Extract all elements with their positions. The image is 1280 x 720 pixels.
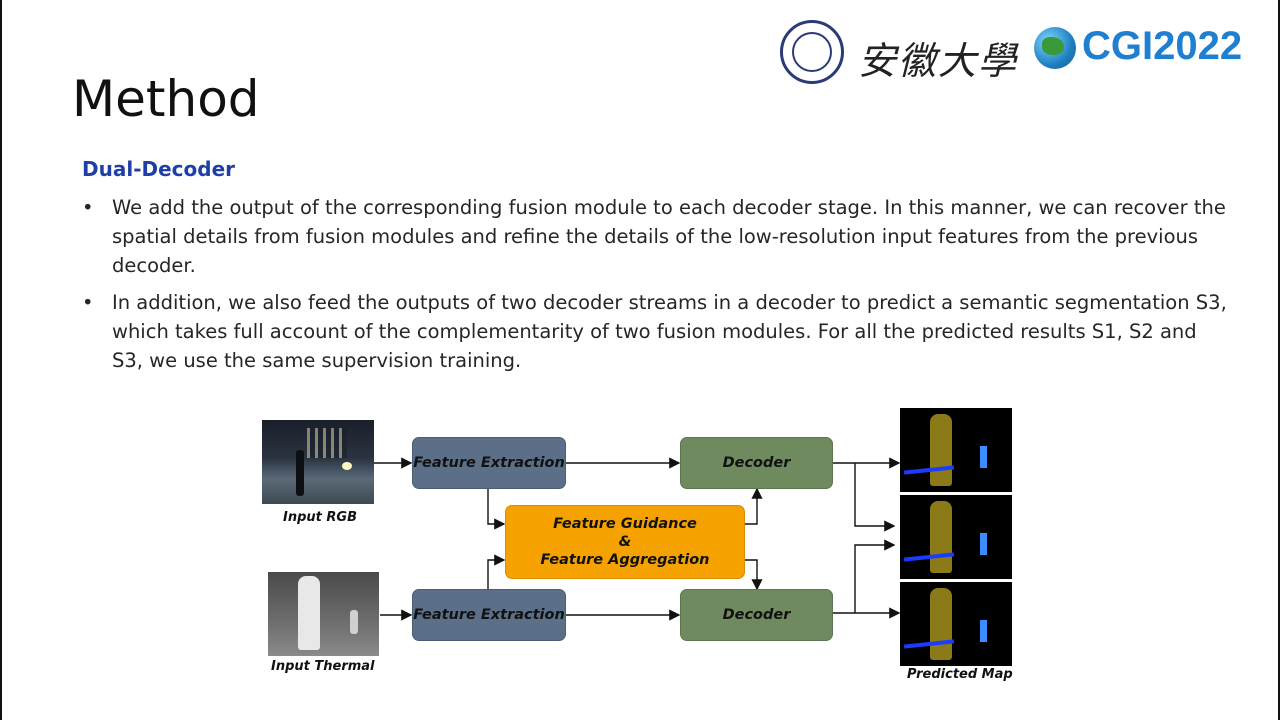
bullet-text: We add the output of the corresponding f…	[112, 196, 1226, 277]
fusion-label-line2: &	[618, 534, 632, 550]
predicted-map-3	[900, 582, 1012, 666]
bullet-item: • In addition, we also feed the outputs …	[82, 288, 1232, 375]
input-thermal-image	[268, 572, 379, 656]
university-seal-logo	[780, 20, 844, 84]
input-rgb-image	[262, 420, 374, 504]
bullet-list: • We add the output of the corresponding…	[82, 193, 1232, 383]
fusion-label-line3: Feature Aggregation	[540, 552, 710, 568]
university-name-logo: 安徽大學	[858, 39, 1019, 83]
fusion-label-line1: Feature Guidance	[553, 516, 697, 532]
input-thermal-label: Input Thermal	[271, 659, 375, 674]
globe-icon	[1034, 27, 1076, 69]
bullet-dot: •	[82, 291, 94, 314]
feature-extraction-rgb-box: Feature Extraction	[412, 437, 566, 489]
slide-border-left	[0, 0, 2, 720]
input-rgb-label: Input RGB	[283, 510, 357, 525]
bullet-dot: •	[82, 196, 94, 219]
section-heading: Dual-Decoder	[82, 157, 235, 181]
decoder-bottom-box: Decoder	[680, 589, 833, 641]
bullet-text: In addition, we also feed the outputs of…	[112, 291, 1227, 372]
decoder-top-box: Decoder	[680, 437, 833, 489]
slide-title: Method	[72, 70, 260, 128]
feature-guidance-aggregation-box: Feature Guidance & Feature Aggregation	[505, 505, 745, 579]
slide-border-right	[1278, 0, 1280, 720]
feature-extraction-thermal-box: Feature Extraction	[412, 589, 566, 641]
predicted-map-1	[900, 408, 1012, 492]
predicted-map-label: Predicted Map	[907, 667, 1013, 682]
conference-logo: CGI2022	[1082, 24, 1243, 68]
bullet-item: • We add the output of the corresponding…	[82, 193, 1232, 280]
predicted-map-2	[900, 495, 1012, 579]
